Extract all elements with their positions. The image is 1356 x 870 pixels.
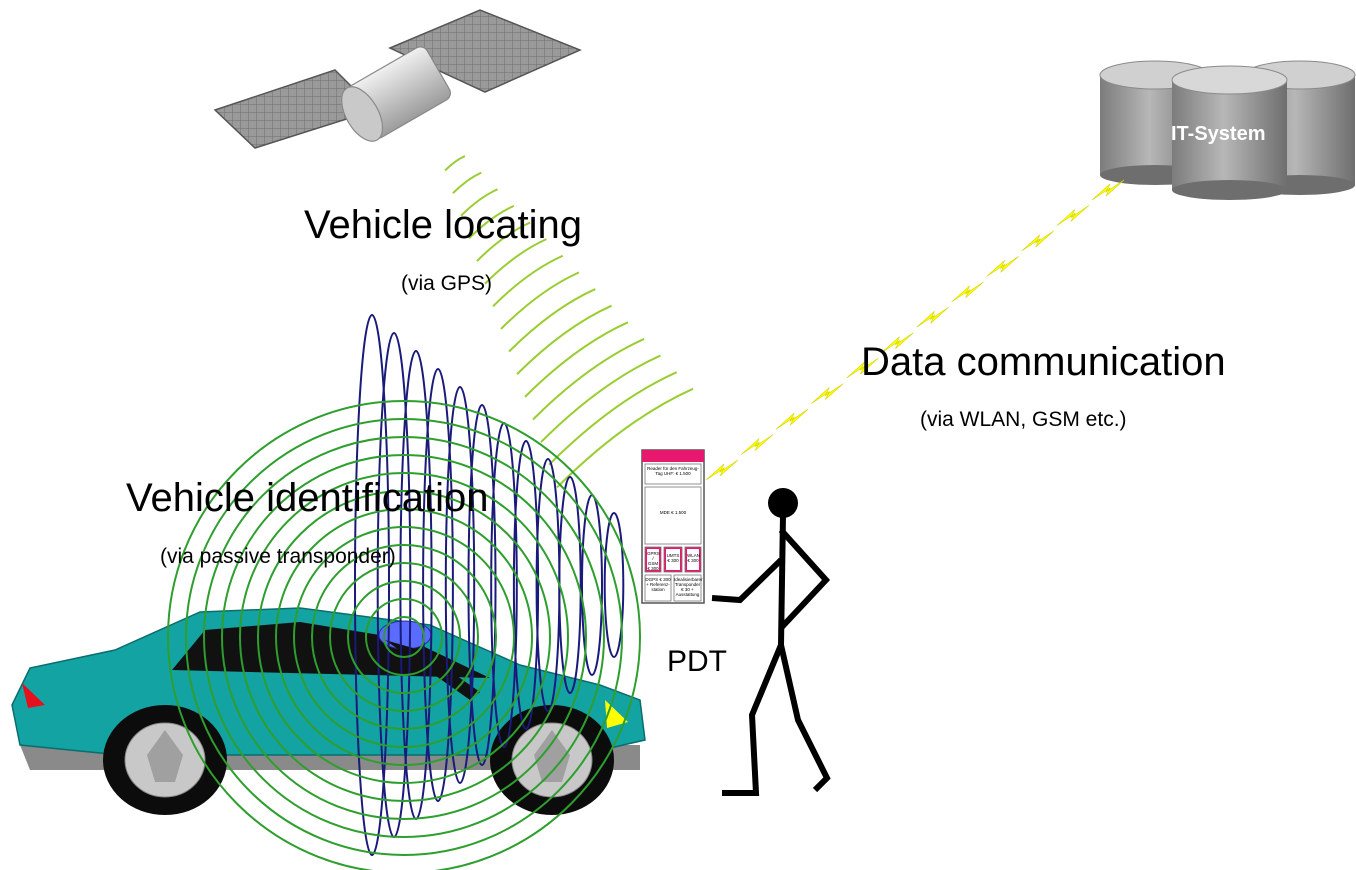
transponder-ring xyxy=(311,544,497,730)
gps-wave-arc xyxy=(532,338,645,421)
lightning-bolt xyxy=(705,459,739,481)
lightning-bolt xyxy=(1091,179,1125,201)
gps-wave-arc xyxy=(476,221,531,262)
transponder-ring xyxy=(185,418,623,856)
transponder-ring xyxy=(347,580,461,694)
vehicle-identification-subtitle: (via passive transponder) xyxy=(160,545,396,568)
person-icon xyxy=(711,488,831,796)
device-dgps-text: DGPS € 300 + Referenz-station xyxy=(645,577,671,592)
data-link-lightning xyxy=(705,179,1125,481)
lightning-bolt xyxy=(811,383,844,404)
gps-wave-arc xyxy=(548,371,678,466)
gps-wave-arc xyxy=(516,304,612,375)
gps-wave-arc xyxy=(508,288,596,353)
transponder-ring xyxy=(293,526,515,748)
gps-signal-waves xyxy=(444,155,694,489)
pdt-label: PDT xyxy=(667,645,727,678)
reader-ellipse xyxy=(467,404,497,766)
transponder-ring xyxy=(239,472,569,802)
gps-wave-arc xyxy=(484,238,547,285)
data-communication-title: Data communication xyxy=(861,340,1226,384)
car-icon xyxy=(11,607,646,815)
lightning-bolt xyxy=(916,307,949,328)
transponder-ring xyxy=(221,454,587,820)
lightning-bolt xyxy=(986,256,1019,277)
device-transponder-text: Idealisierbarer Transponder € 30 + Ausst… xyxy=(674,577,703,597)
gps-wave-arc xyxy=(444,155,466,172)
transponder-ring xyxy=(383,616,425,658)
transponder-ring xyxy=(167,400,641,870)
device-mde-text: MDE € 1.500 xyxy=(659,510,687,515)
gps-wave-arc xyxy=(492,254,564,308)
lightning-bolt xyxy=(775,408,809,430)
transponder-ring xyxy=(329,562,479,712)
it-system-icon xyxy=(1099,60,1356,200)
vehicle-locating-subtitle: (via GPS) xyxy=(401,272,493,295)
gps-wave-arc xyxy=(468,204,515,240)
satellite-icon xyxy=(213,9,582,149)
gps-wave-arc xyxy=(452,171,482,194)
lightning-bolt xyxy=(951,281,984,303)
device-reader-text: Reader für den Fahrzeug-Tag UHF: € 1.500 xyxy=(647,466,699,476)
lightning-bolt xyxy=(846,357,879,379)
gps-wave-arc xyxy=(500,271,580,330)
reader-ellipse xyxy=(512,440,540,730)
gps-wave-arc xyxy=(540,354,661,443)
device-umts-text: UMTS € 300 xyxy=(666,553,680,563)
vehicle-locating-title: Vehicle locating xyxy=(304,203,582,247)
vehicle-identification-title: Vehicle identification xyxy=(126,476,489,520)
it-system-label: IT-System xyxy=(1171,123,1266,145)
reader-ellipse xyxy=(444,386,476,784)
lightning-bolt xyxy=(740,434,774,455)
transponder-ring xyxy=(203,436,605,838)
device-wlan-text: WLAN € 300 xyxy=(687,553,701,563)
lightning-bolt xyxy=(1021,230,1055,252)
device-gprs-text: GPRS / GSM € 300 xyxy=(647,551,660,571)
transponder-ring xyxy=(257,490,551,784)
lightning-bolt xyxy=(881,332,914,353)
reader-ellipse xyxy=(603,512,625,658)
transponder-ring xyxy=(365,598,443,676)
data-communication-subtitle: (via WLAN, GSM etc.) xyxy=(920,408,1127,431)
gps-wave-arc xyxy=(460,188,498,217)
gps-wave-arc xyxy=(524,321,629,398)
reader-ellipse xyxy=(354,314,390,856)
pdt-device-icon xyxy=(641,449,705,604)
lightning-bolt xyxy=(1056,205,1090,226)
transponder-ring xyxy=(275,508,533,766)
transponder-signal-rings xyxy=(167,400,641,870)
